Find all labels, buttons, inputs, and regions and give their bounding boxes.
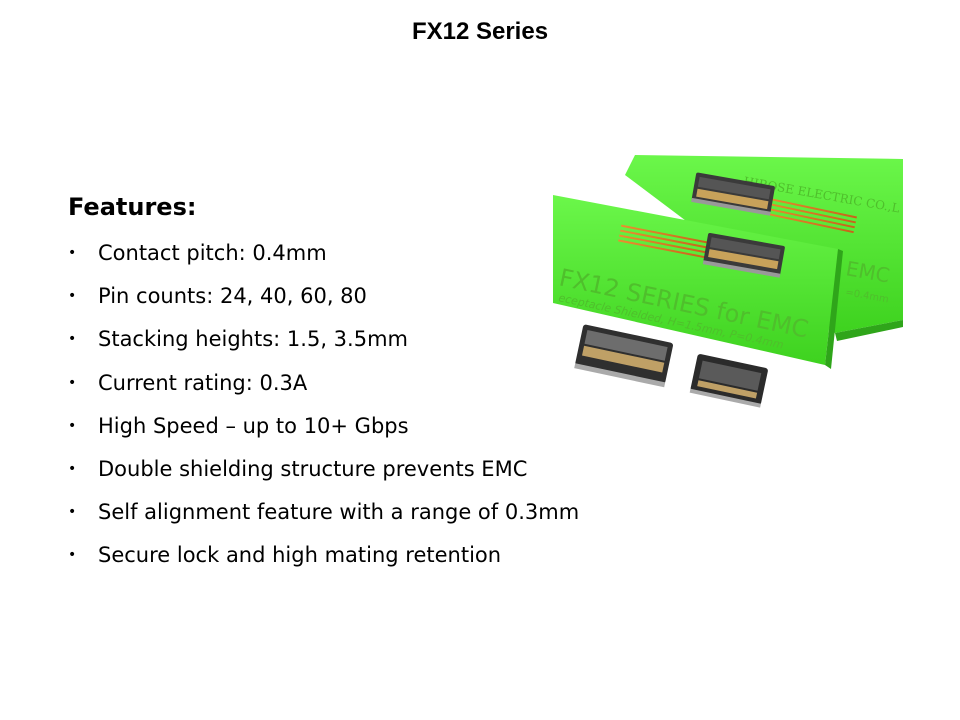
feature-text: Self alignment feature with a range of 0… (98, 500, 580, 525)
bullet-icon: • (68, 504, 77, 521)
feature-text: Secure lock and high mating retention (98, 543, 502, 568)
loose-connector-small (689, 354, 768, 408)
feature-text: High Speed – up to 10+ Gbps (98, 413, 409, 438)
feature-text: Contact pitch: 0.4mm (98, 241, 327, 265)
feature-text: Pin counts: 24, 40, 60, 80 (98, 284, 367, 309)
back-traces (755, 195, 857, 234)
slide-title: FX12 Series (411, 18, 549, 45)
back-connector (691, 172, 775, 216)
features-heading: Features: (68, 193, 197, 221)
front-traces (618, 224, 710, 259)
bullet-icon: • (68, 331, 77, 348)
front-board: FX12 SERIES for EMC eceptacle Shielded, … (553, 195, 843, 369)
feature-text: Double shielding structure prevents EMC (98, 456, 528, 481)
bullet-icon: • (68, 288, 77, 305)
bullet-icon: • (68, 460, 77, 477)
bullet-icon: • (68, 245, 77, 261)
bullet-icon: • (68, 374, 77, 391)
loose-connector-large (574, 324, 673, 388)
front-connector (702, 232, 785, 278)
feature-text: Current rating: 0.3A (98, 370, 308, 395)
product-photo: HIROSE ELECTRIC CO.,L EMC =0.4mm FX12 SE… (553, 155, 903, 408)
bullet-icon: • (68, 547, 77, 564)
feature-text: Stacking heights: 1.5, 3.5mm (98, 327, 408, 352)
bullet-icon: • (68, 417, 77, 434)
